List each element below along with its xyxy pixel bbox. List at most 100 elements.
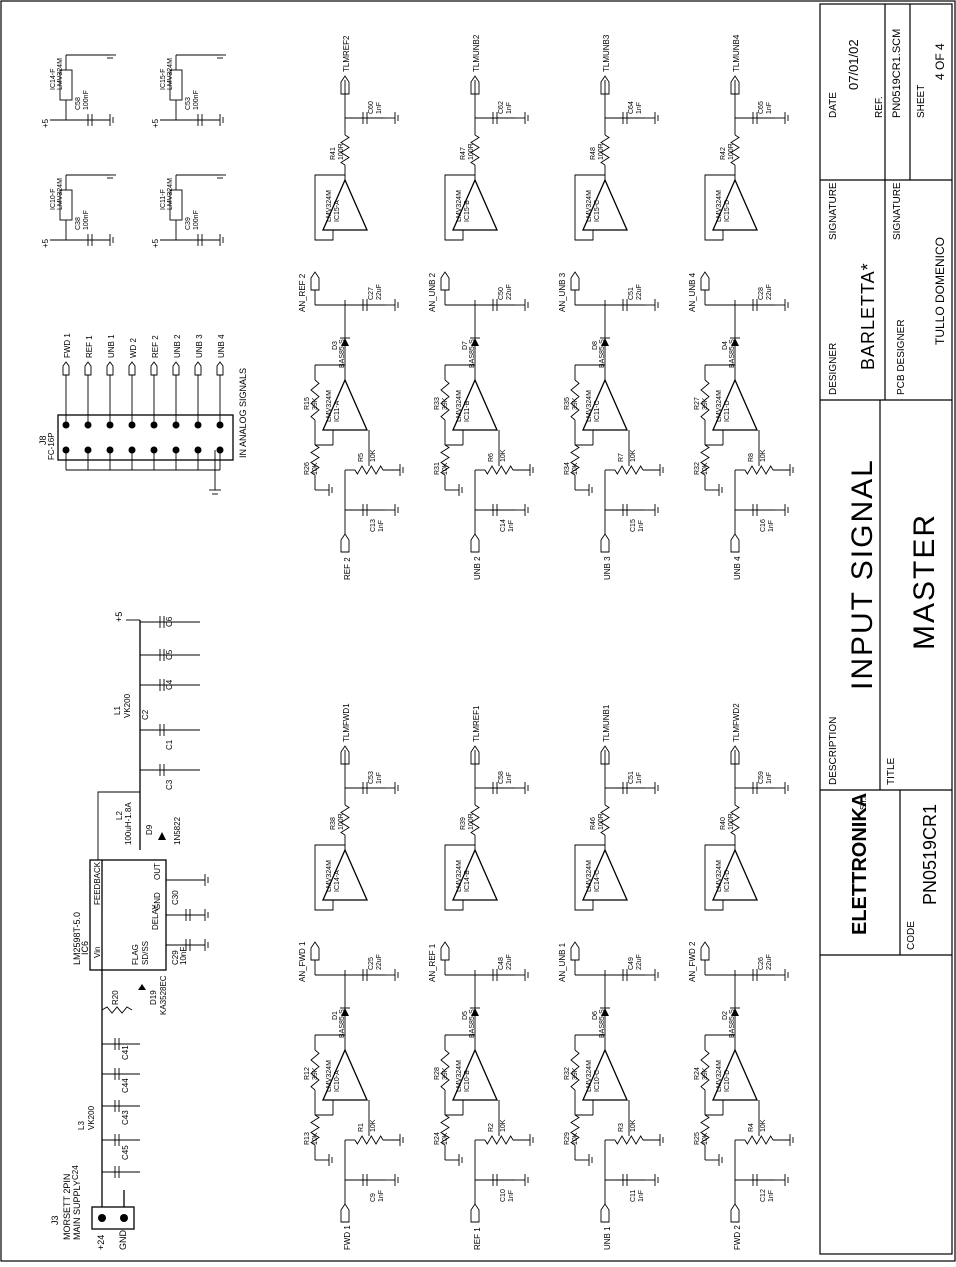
channel-resistor-a-value: 10K bbox=[572, 1132, 579, 1145]
ref-label: REF. bbox=[874, 96, 885, 118]
decoupling-ic-part: LMV324M bbox=[167, 178, 174, 210]
channel-opamp2-part: LMV324M bbox=[326, 860, 333, 892]
channel-input-label: UNB 1 bbox=[603, 1226, 612, 1250]
channel-diode-part: BAS85-S bbox=[599, 339, 606, 368]
channel-cin-label: C13 bbox=[370, 519, 377, 532]
c5-label: C5 bbox=[165, 649, 174, 660]
channel-diode bbox=[471, 338, 479, 346]
channel-resistor-a: R25 bbox=[694, 1132, 701, 1145]
channel-resistor-a: R29 bbox=[564, 1132, 571, 1145]
channel-input-flag bbox=[340, 533, 350, 553]
j3-name: MORSETT 2PIN bbox=[62, 1174, 72, 1240]
channel-pot-label: R8 bbox=[748, 453, 755, 462]
channel-opamp1-part: LMV324M bbox=[716, 1060, 723, 1092]
channel-tlm-label: TLMFWD1 bbox=[342, 703, 351, 742]
connector-j8-body bbox=[57, 414, 234, 461]
channel-pot-value: 10K bbox=[370, 1119, 377, 1132]
channel-pot-label: R1 bbox=[358, 1123, 365, 1132]
title-block: CODE PN0519CR1 ELETTRONIKA S.r.l. DESCRI… bbox=[819, 3, 953, 1255]
decoupling-cap-label: C53 bbox=[185, 97, 192, 110]
ic6-pin-vin: Vin bbox=[93, 947, 102, 958]
channel-resistor-b-value: 39K bbox=[442, 397, 449, 410]
decoupling-ic-part: LMV324M bbox=[167, 58, 174, 90]
ic6-pin-feedback: FEEDBACK bbox=[93, 861, 102, 905]
channel-resistor-a-value: 10K bbox=[312, 1132, 319, 1145]
channel-cin-label: C10 bbox=[500, 1189, 507, 1202]
channel-an-label: AN_UNB 3 bbox=[558, 272, 567, 312]
channel-cfilter-value: 1nF bbox=[506, 772, 513, 784]
channel-cout-value: 22uF bbox=[636, 284, 643, 300]
pcb-designer-label: PCB DESIGNER bbox=[896, 319, 907, 395]
channel-cfilter-value: 1nF bbox=[506, 102, 513, 114]
channel-diode bbox=[341, 338, 349, 346]
channel-resistor-b: R12 bbox=[304, 1067, 311, 1080]
c6-label: C6 bbox=[165, 616, 174, 627]
channel-opamp2-part: LMV324M bbox=[456, 860, 463, 892]
channel-an-flag bbox=[310, 941, 320, 961]
channel-rout-value: 100R bbox=[728, 143, 735, 160]
c29-label: C29 bbox=[171, 950, 180, 965]
channel-tlm-flag bbox=[730, 75, 740, 95]
channel-tlm-flag bbox=[340, 745, 350, 765]
channel-diode bbox=[731, 338, 739, 346]
sheet-label: SHEET bbox=[916, 85, 927, 118]
signature-label-1: SIGNATURE bbox=[828, 182, 839, 240]
channel-cin-value: 1nF bbox=[378, 1190, 385, 1202]
channel-input-flag bbox=[600, 533, 610, 553]
channel-an-label: AN_FWD 1 bbox=[298, 941, 307, 982]
channel-diode-part: BAS85-S bbox=[469, 1009, 476, 1038]
channel-an-label: AN_REF 2 bbox=[298, 273, 307, 312]
decoupling-rail-label: +5 bbox=[151, 238, 160, 248]
channel-cfilter-label: C53 bbox=[368, 771, 375, 784]
channel-cout-label: C51 bbox=[628, 287, 635, 300]
channel-opamp2-label: IC15-D bbox=[724, 200, 731, 222]
ic6-pin-gnd: GND bbox=[153, 892, 162, 910]
channel-resistor-b-value: 39K bbox=[702, 397, 709, 410]
channel-tlm-flag bbox=[600, 75, 610, 95]
j3-pin-gnd: GND bbox=[118, 1230, 128, 1251]
channel-cfilter-label: C64 bbox=[628, 101, 635, 114]
j8-signal-label: UNB 4 bbox=[217, 334, 226, 358]
channel-an-flag bbox=[440, 271, 450, 291]
channel-opamp-stage2 bbox=[582, 178, 628, 231]
channel-pot-value: 10K bbox=[500, 449, 507, 462]
channel-an-label: AN_UNB 1 bbox=[558, 942, 567, 982]
channel-diode bbox=[601, 1008, 609, 1016]
d19-label: D19 bbox=[149, 990, 158, 1005]
channel-diode-label: D2 bbox=[722, 1011, 729, 1020]
channel-input-flag bbox=[340, 1203, 350, 1223]
channel-input-label: UNB 4 bbox=[733, 556, 742, 580]
channel-resistor-b-value: 39K bbox=[312, 1067, 319, 1080]
channel-resistor-b-value: 39K bbox=[572, 397, 579, 410]
channel-cin-value: 1nF bbox=[508, 1190, 515, 1202]
channel-cfilter-label: C59 bbox=[758, 771, 765, 784]
channel-an-flag bbox=[570, 271, 580, 291]
channel-tlm-flag bbox=[730, 745, 740, 765]
channel-rout-label: R39 bbox=[460, 817, 467, 830]
channel-rout-label: R42 bbox=[720, 147, 727, 160]
channel-opamp1-part: LMV324M bbox=[326, 390, 333, 422]
j8-caption: IN ANALOG SIGNALS bbox=[238, 368, 248, 458]
ic6-ref: IC6 bbox=[80, 941, 90, 955]
channel-opamp1-label: IC10-A bbox=[334, 1070, 341, 1092]
decoupling-cap-value: 100nF bbox=[193, 210, 200, 230]
decoupling-ic-label: IC14-F bbox=[50, 69, 57, 90]
channel-opamp-stage1 bbox=[322, 378, 368, 431]
channel-rout-label: R48 bbox=[590, 147, 597, 160]
channel-diode-label: D1 bbox=[332, 1011, 339, 1020]
channel-tlm-label: TLMREF1 bbox=[472, 705, 481, 742]
channel-diode-part: BAS85-S bbox=[469, 339, 476, 368]
channel-input-label: FWD 2 bbox=[733, 1225, 742, 1250]
channel-diode bbox=[341, 1008, 349, 1016]
d9-label: D9 bbox=[145, 824, 154, 835]
channel-resistor-a-value: 10K bbox=[442, 462, 449, 475]
decoupling-rail-label: +5 bbox=[151, 118, 160, 128]
c29-value: 10nF bbox=[179, 947, 188, 965]
channel-resistor-b-value: 39K bbox=[572, 1067, 579, 1080]
l3-label: L3 bbox=[77, 1121, 86, 1130]
channel-resistor-b: R24 bbox=[694, 1067, 701, 1080]
channel-cout-label: C27 bbox=[368, 287, 375, 300]
